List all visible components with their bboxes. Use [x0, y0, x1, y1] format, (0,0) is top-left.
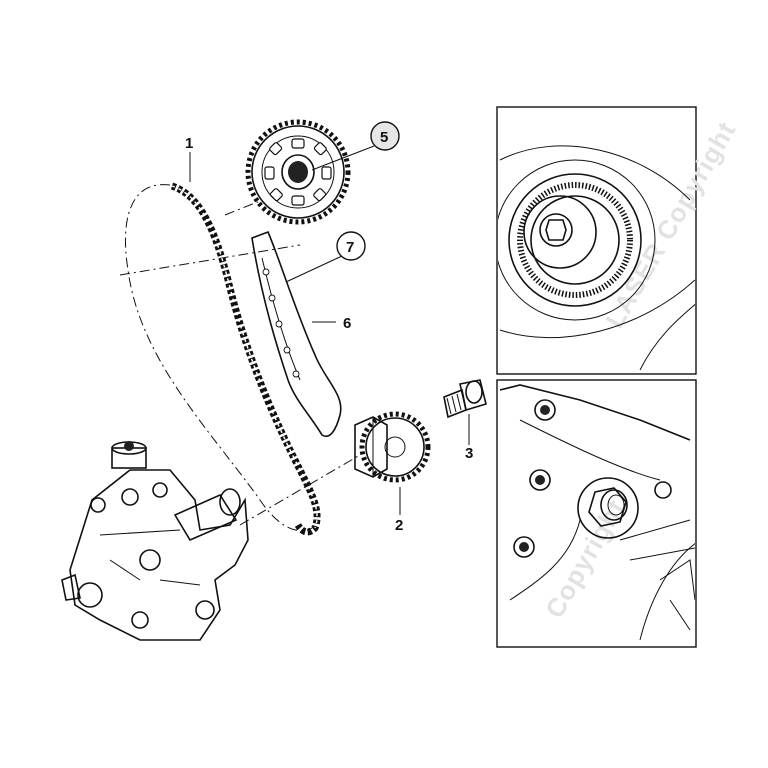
detail-panel-top: LASER Copyright [496, 106, 742, 375]
callout-7-ring [336, 231, 366, 261]
leader-lines [189, 145, 470, 515]
callout-2: 2 [395, 517, 403, 534]
bolt [443, 379, 487, 419]
callout-5-ring [370, 121, 400, 151]
callout-1: 1 [185, 135, 193, 152]
callout-7: 7 [346, 239, 354, 256]
chain-guide [251, 230, 342, 437]
callout-3: 3 [465, 445, 473, 462]
high-pressure-pump [61, 441, 249, 641]
timing-chain [119, 182, 361, 536]
drive-sprocket [354, 411, 431, 483]
camshaft-sprocket [245, 119, 351, 225]
detail-panel-bottom: Copyright [496, 379, 697, 648]
callout-6: 6 [343, 315, 351, 332]
callouts: 1 2 3 5 6 7 [185, 121, 473, 534]
callout-5: 5 [380, 129, 388, 146]
